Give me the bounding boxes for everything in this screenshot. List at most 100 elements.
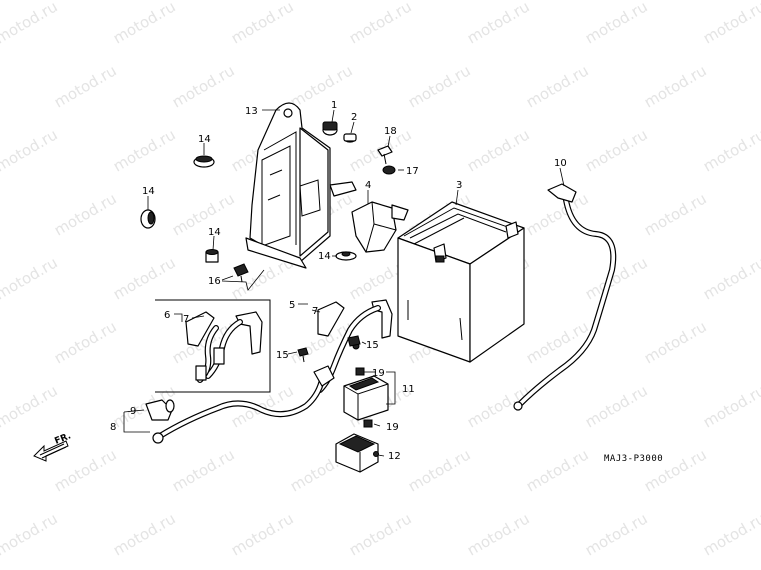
callout-7b: 7 (312, 306, 318, 317)
cushion-14c (205, 249, 219, 263)
watermark-text: motod.ru (0, 189, 2, 239)
callout-3: 3 (456, 180, 462, 191)
callout-19a: 19 (372, 368, 385, 379)
collar-2 (343, 133, 357, 143)
watermark-text: motod.ru (110, 0, 179, 47)
watermark-text: motod.ru (523, 445, 592, 495)
watermark-text: motod.ru (346, 509, 415, 559)
watermark-text: motod.ru (405, 61, 474, 111)
watermark-text: motod.ru (523, 61, 592, 111)
cable-6 (185, 311, 263, 383)
callout-1: 1 (331, 100, 337, 111)
watermark-text: motod.ru (0, 61, 2, 111)
callout-15a: 15 (276, 350, 289, 361)
cushion-14d (335, 251, 357, 261)
callout-15b: 15 (366, 340, 379, 351)
nut-17 (382, 165, 396, 175)
callout-17: 17 (406, 166, 419, 177)
watermark-text: motod.ru (0, 381, 61, 431)
cover-12 (335, 433, 379, 473)
watermark-text: motod.ru (0, 509, 61, 559)
watermark-text: motod.ru (169, 189, 238, 239)
watermark-text: motod.ru (582, 509, 651, 559)
watermark-text: motod.ru (0, 125, 61, 175)
watermark-text: motod.ru (582, 125, 651, 175)
callouts: 1 2 3 4 5 6 7 7 8 9 10 11 12 13 14 14 14… (110, 100, 567, 462)
callout-2: 2 (351, 112, 357, 123)
battery-bracket (245, 102, 357, 269)
watermark-text: motod.ru (464, 125, 533, 175)
watermark-text: motod.ru (405, 445, 474, 495)
leader-lines (123, 109, 565, 457)
watermark-text: motod.ru (464, 0, 533, 47)
front-arrow-icon: FR. (33, 431, 73, 462)
callout-18: 18 (384, 126, 397, 137)
callout-10: 10 (554, 158, 567, 169)
watermark-text: motod.ru (641, 189, 710, 239)
callout-14d: 14 (318, 251, 331, 262)
watermark-text: motod.ru (582, 0, 651, 47)
callout-19b: 19 (386, 422, 399, 433)
cable-10 (513, 183, 617, 411)
watermark-text: motod.ru (51, 317, 120, 367)
cable-8 (152, 365, 335, 444)
callout-4: 4 (365, 180, 371, 191)
watermark-text: motod.ru (0, 445, 2, 495)
callout-7a: 7 (183, 314, 189, 325)
bolt-15a (297, 347, 309, 363)
watermark-text: motod.ru (700, 125, 761, 175)
inset-frame (155, 299, 271, 393)
callout-12: 12 (388, 451, 401, 462)
watermark-text: motod.ru (51, 445, 120, 495)
watermark-text: motod.ru (346, 0, 415, 47)
callout-11: 11 (402, 384, 415, 395)
bolt-16 (233, 263, 249, 283)
fuse-19a (355, 367, 365, 376)
callout-14a: 14 (198, 134, 211, 145)
watermark-text: motod.ru (641, 61, 710, 111)
watermark-text: motod.ru (0, 0, 61, 47)
watermark-text: motod.ru (169, 61, 238, 111)
diagram-code: MAJ3-P3000 (604, 454, 663, 464)
bolt-18 (377, 145, 393, 165)
watermark-text: motod.ru (700, 509, 761, 559)
watermark-text: motod.ru (51, 61, 120, 111)
cap-9 (145, 399, 175, 421)
cover-4 (351, 201, 409, 253)
watermark-text: motod.ru (582, 253, 651, 303)
battery-3 (397, 201, 525, 363)
callout-6: 6 (164, 310, 170, 321)
watermark-text: motod.ru (700, 381, 761, 431)
callout-16: 16 (208, 276, 221, 287)
watermark-text: motod.ru (700, 0, 761, 47)
callout-13: 13 (245, 106, 258, 117)
cushion-14b (140, 209, 156, 229)
watermark-text: motod.ru (287, 61, 356, 111)
cushion-14a (193, 155, 215, 168)
watermark-text: motod.ru (51, 189, 120, 239)
watermark-text: motod.ru (0, 253, 61, 303)
watermark-text: motod.ru (110, 125, 179, 175)
watermark-text: motod.ru (641, 445, 710, 495)
fuse-19b (363, 419, 373, 428)
watermark-text: motod.ru (0, 317, 2, 367)
watermark-text: motod.ru (228, 0, 297, 47)
watermark-text: motod.ru (700, 253, 761, 303)
relay-11 (343, 375, 389, 421)
watermark-text: motod.ru (228, 509, 297, 559)
watermark-text: motod.ru (110, 509, 179, 559)
watermark-text: motod.ru (110, 253, 179, 303)
bolt-15b (347, 335, 361, 347)
callout-9: 9 (130, 406, 136, 417)
watermark-text: motod.ru (169, 445, 238, 495)
grommet-1 (322, 121, 338, 136)
watermark-text: motod.ru (641, 317, 710, 367)
callout-5: 5 (289, 300, 295, 311)
watermark-text: motod.ru (582, 381, 651, 431)
watermark-text: motod.ru (464, 509, 533, 559)
callout-14b: 14 (142, 186, 155, 197)
watermark-text: motod.ru (523, 317, 592, 367)
callout-8: 8 (110, 422, 116, 433)
